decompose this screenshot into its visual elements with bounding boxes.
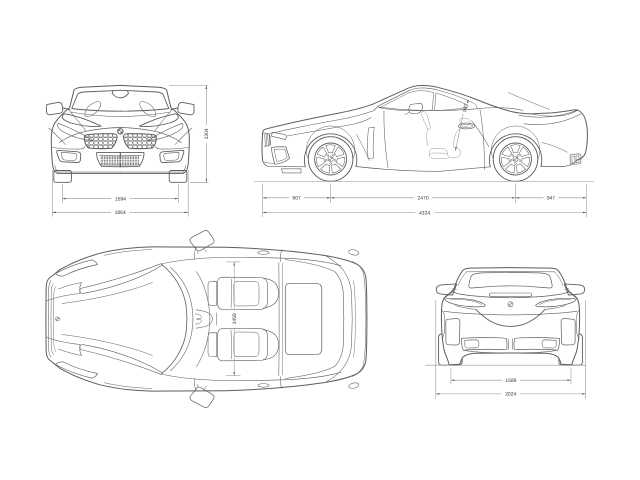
svg-text:1304: 1304 — [204, 128, 210, 139]
svg-text:2024: 2024 — [505, 392, 516, 398]
svg-text:1459: 1459 — [232, 313, 238, 324]
svg-text:987: 987 — [462, 103, 470, 113]
svg-text:4324: 4324 — [419, 210, 430, 216]
svg-text:907: 907 — [292, 196, 301, 202]
svg-text:1594: 1594 — [115, 197, 126, 203]
svg-text:947: 947 — [547, 196, 556, 202]
svg-text:2470: 2470 — [418, 196, 429, 202]
svg-text:1589: 1589 — [505, 378, 516, 384]
svg-text:1864: 1864 — [115, 210, 126, 216]
